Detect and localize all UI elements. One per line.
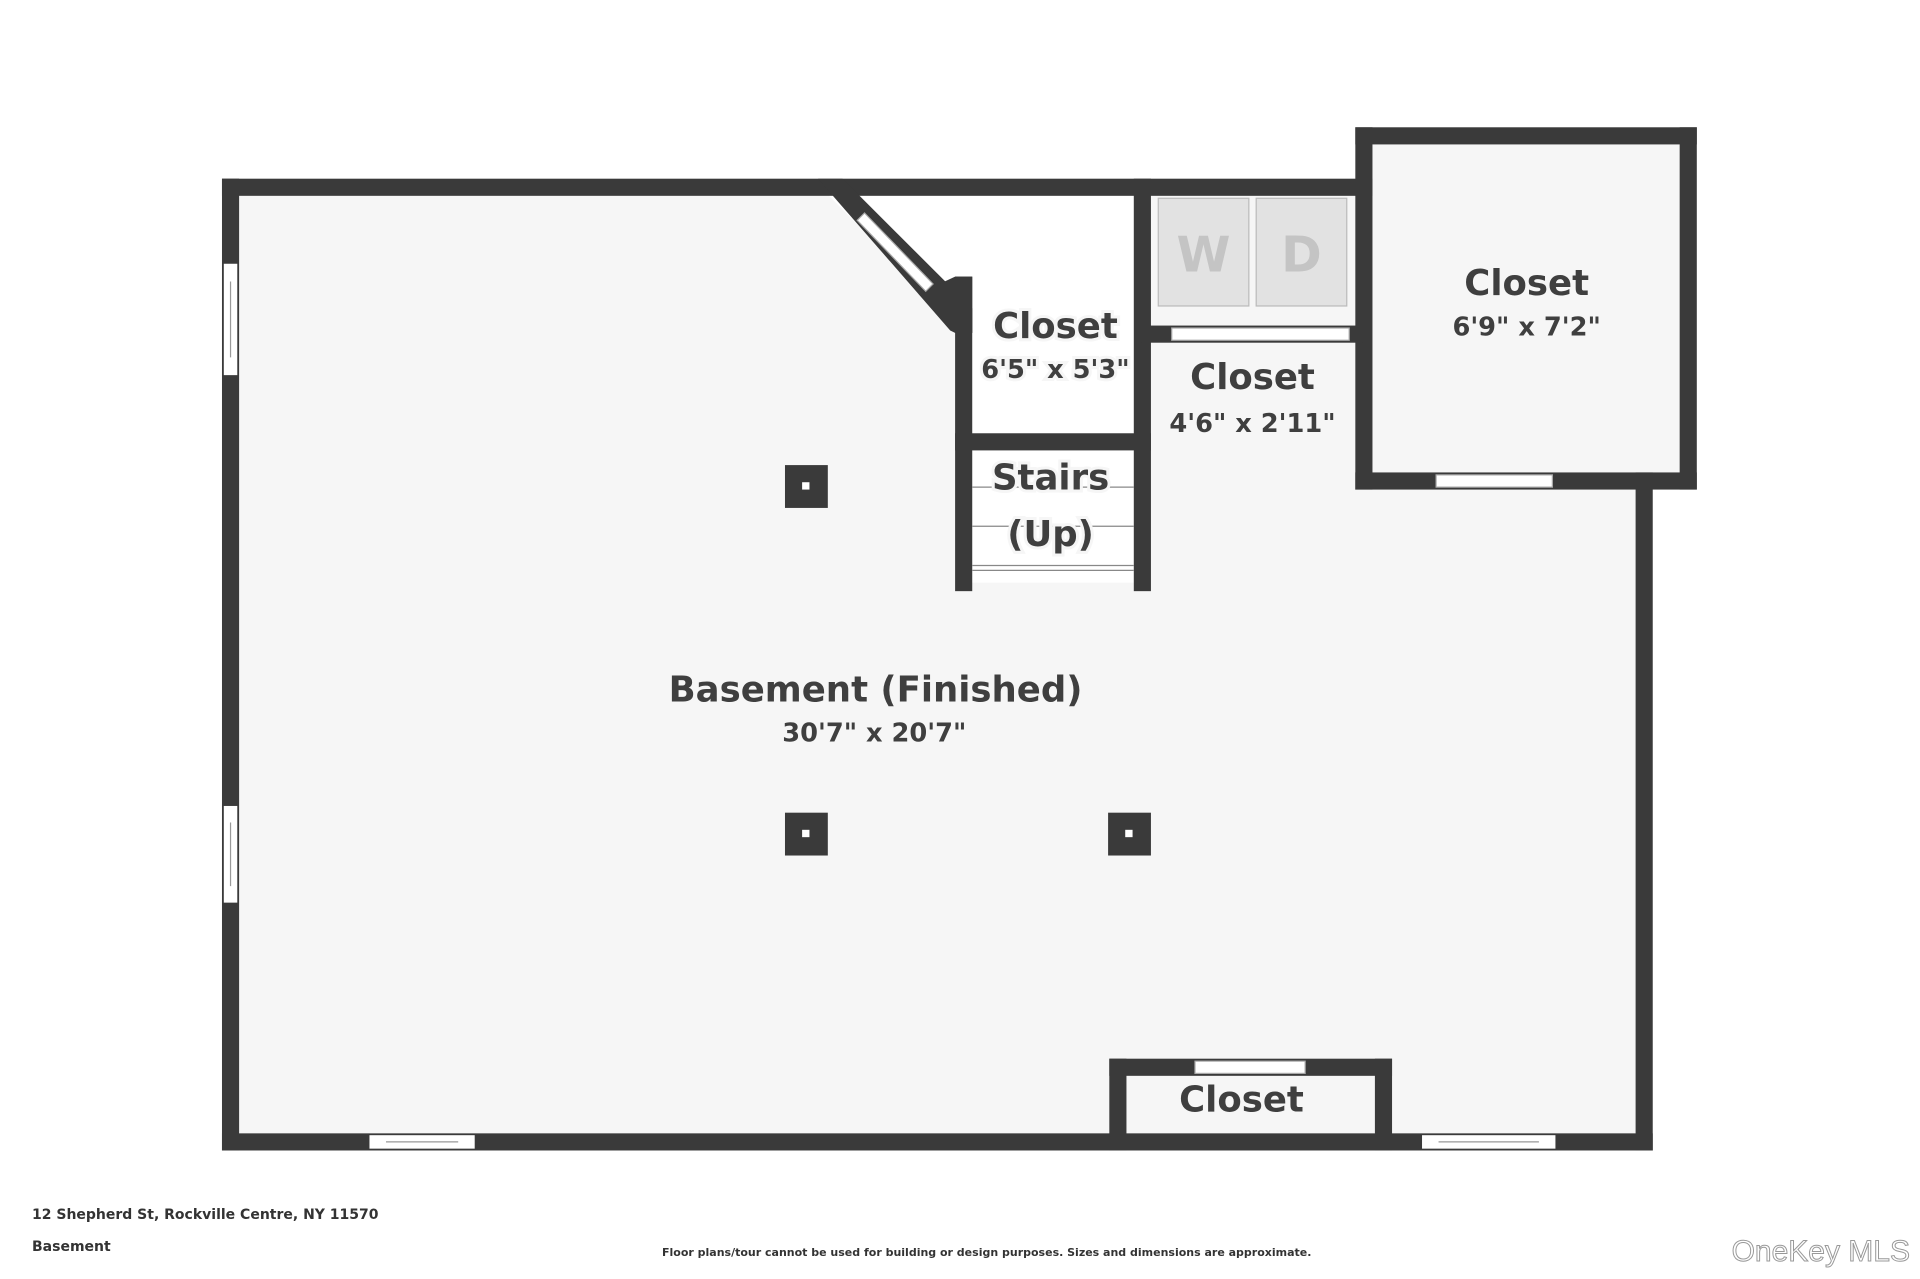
room-name: Basement (Finished) — [669, 669, 1083, 710]
dryer-label: D — [1281, 227, 1322, 284]
room-dims: 6'5" x 5'3" — [981, 355, 1129, 385]
columns — [784, 465, 1151, 856]
washer-dryer: W D — [1157, 197, 1348, 307]
room-dims: (Up) — [1007, 514, 1094, 555]
windows — [222, 262, 1557, 1150]
room-dims: 30'7" x 20'7" — [782, 719, 966, 749]
washer-label: W — [1177, 227, 1231, 284]
room-dims: 4'6" x 2'11" — [1169, 409, 1335, 439]
room-name: Closet — [993, 306, 1118, 347]
room-name: Closet — [1464, 263, 1589, 304]
closet-door[interactable] — [856, 212, 934, 293]
basement-floor — [230, 187, 1645, 1142]
bottom-closet-door[interactable] — [1194, 1060, 1306, 1074]
room-name: Closet — [1179, 1079, 1304, 1120]
address: 12 Shepherd St, Rockville Centre, NY 115… — [32, 1207, 379, 1223]
floor-name: Basement — [32, 1239, 111, 1255]
washer-icon — [1157, 197, 1250, 307]
room-name: Closet — [1190, 357, 1315, 398]
big-closet-floor — [1363, 135, 1689, 482]
dryer-icon — [1255, 197, 1348, 307]
room-dims: 6'9" x 7'2" — [1452, 312, 1600, 342]
stairs — [972, 486, 1134, 571]
watermark: OneKey MLS — [1731, 1235, 1910, 1269]
wd-closet-door[interactable] — [1171, 327, 1350, 341]
room-name: Stairs — [992, 458, 1109, 499]
big-closet-door[interactable] — [1435, 474, 1553, 488]
disclaimer: Floor plans/tour cannot be used for buil… — [662, 1246, 1312, 1259]
